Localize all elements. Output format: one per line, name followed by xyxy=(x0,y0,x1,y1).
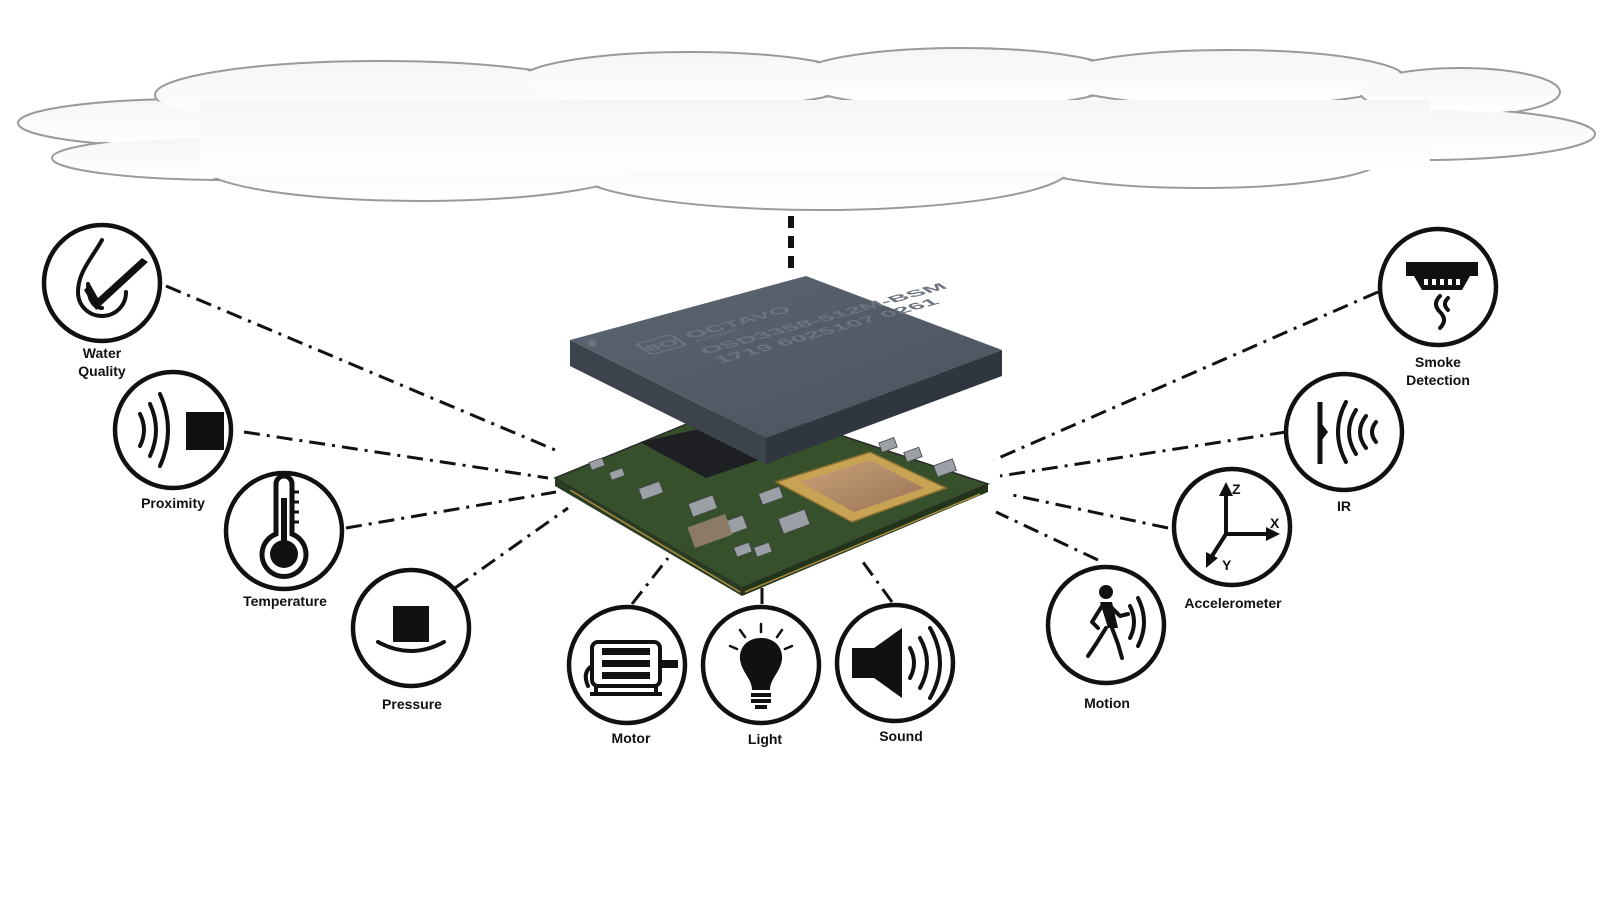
sensor-label-smoke-detection-2: Detection xyxy=(1406,372,1470,388)
cloud xyxy=(17,47,1596,211)
sensor-light: Light xyxy=(700,604,822,747)
link-water-quality xyxy=(165,284,561,454)
axis-label-x: X xyxy=(1270,515,1280,531)
light-bulb-icon xyxy=(728,622,794,709)
link-smoke-detection xyxy=(993,290,1379,462)
link-sound xyxy=(858,557,894,603)
sensor-label-water-quality-2: Quality xyxy=(78,363,126,379)
sensor-label-motor: Motor xyxy=(612,730,651,746)
ir-waves-icon xyxy=(1317,400,1378,464)
sensor-links xyxy=(165,284,1379,605)
system-on-module: 8O OCTAVO SYSTEMS OSD3358-512M-BSM 1719 … xyxy=(553,276,1002,596)
link-accelerometer xyxy=(1007,492,1169,530)
sensor-label-temperature: Temperature xyxy=(243,593,327,609)
sensor-label-smoke-detection-1: Smoke xyxy=(1415,354,1461,370)
sensor-motor: Motor xyxy=(566,604,688,746)
link-motor xyxy=(630,557,670,605)
link-temperature xyxy=(345,490,557,530)
motor-icon xyxy=(583,640,678,696)
water-drop-check-icon xyxy=(76,238,148,318)
link-proximity xyxy=(243,430,549,480)
proximity-waves-icon xyxy=(138,392,224,468)
sensor-water-quality: Water Quality xyxy=(41,222,163,379)
sensor-temperature: Temperature xyxy=(223,470,345,609)
sensor-smoke-detection: Smoke Detection xyxy=(1377,226,1499,388)
sensor-accelerometer: Z X Y Accelerometer xyxy=(1171,466,1293,611)
sensor-sound: Sound xyxy=(834,602,956,744)
sensor-label-pressure: Pressure xyxy=(382,696,442,712)
link-pressure xyxy=(454,506,569,590)
xyz-axes-icon: Z X Y xyxy=(1206,481,1280,573)
sensor-label-sound: Sound xyxy=(879,728,923,744)
sensor-label-ir: IR xyxy=(1337,498,1351,514)
axis-label-y: Y xyxy=(1222,557,1232,573)
sensor-ir: IR xyxy=(1283,371,1405,514)
sensor-label-proximity: Proximity xyxy=(141,495,205,511)
sensor-label-light: Light xyxy=(748,731,783,747)
walking-person-icon xyxy=(1086,585,1146,660)
axis-label-z: Z xyxy=(1232,481,1241,497)
sensor-label-motion: Motion xyxy=(1084,695,1130,711)
sensor-motion: Motion xyxy=(1045,564,1167,711)
link-motion xyxy=(995,510,1099,562)
sensor-label-water-quality-1: Water xyxy=(83,345,122,361)
sensor-pressure: Pressure xyxy=(350,567,472,712)
smoke-detector-icon xyxy=(1406,262,1478,330)
thermometer-icon xyxy=(259,473,309,579)
pressure-weight-icon xyxy=(376,606,446,653)
speaker-icon xyxy=(852,626,942,700)
link-ir xyxy=(999,430,1287,478)
sensor-proximity: Proximity xyxy=(112,369,234,511)
sensor-label-accelerometer: Accelerometer xyxy=(1184,595,1282,611)
